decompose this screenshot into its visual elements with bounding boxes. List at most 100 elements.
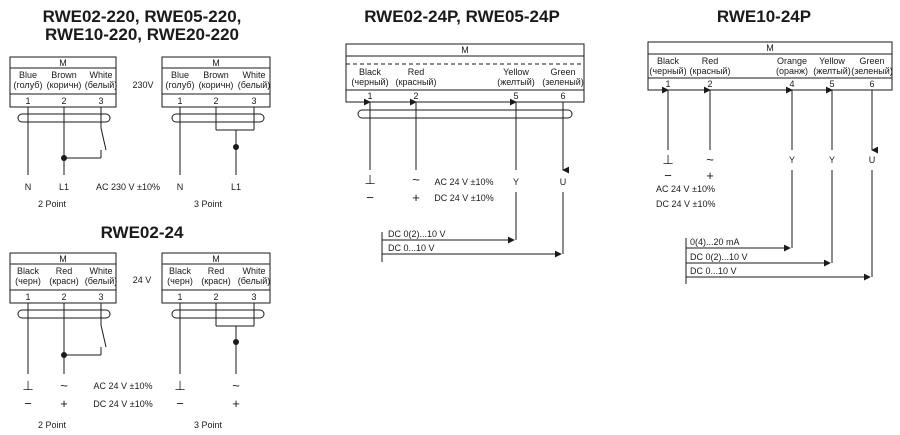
- terminal-number: 3: [251, 292, 256, 302]
- wire-color-ru: (черный): [351, 77, 388, 87]
- wire-color-ru: (голуб): [14, 80, 43, 90]
- wire-color-ru: (черн): [167, 276, 193, 286]
- caption-3-point: 3 Point: [194, 420, 223, 430]
- terminal-number: 2: [61, 96, 66, 106]
- terminal-y: Y: [513, 177, 519, 187]
- dc-24-label: DC 24 V ±10%: [656, 199, 715, 209]
- block-24-3point: M Black (черн) Red (красн) White (белый)…: [161, 252, 271, 430]
- signal-dc-0-2-10: DC 0(2)...10 V: [388, 229, 446, 239]
- signal-dc-0-10: DC 0...10 V: [690, 266, 737, 276]
- title-rwe220-line2: RWE10-220, RWE20-220: [45, 25, 239, 44]
- terminal-number: 5: [829, 79, 834, 89]
- motor-label: M: [461, 45, 469, 55]
- signal-dc-0-2-10: DC 0(2)...10 V: [690, 252, 748, 262]
- wire-color: Red: [208, 266, 225, 276]
- wire-color: Blue: [19, 70, 37, 80]
- signal-dc-0-10: DC 0...10 V: [388, 243, 435, 253]
- voltage-24: 24 V: [133, 275, 152, 285]
- wire-color: Brown: [203, 70, 229, 80]
- dc-24-label: DC 24 V ±10%: [434, 193, 493, 203]
- plus-symbol: +: [412, 190, 420, 205]
- wire-color: Green: [550, 67, 575, 77]
- block-24-2point: M Black (черн) Red (красн) White (белый)…: [9, 252, 118, 430]
- terminal-number: 3: [98, 292, 103, 302]
- wire-color-ru: (черный): [649, 66, 686, 76]
- terminal-number: 1: [25, 292, 30, 302]
- terminal-number: 2: [707, 79, 712, 89]
- wire-color-ru: (зеленый): [542, 77, 583, 87]
- wire-color: Red: [408, 67, 425, 77]
- wire-color: White: [242, 70, 265, 80]
- motor-label: M: [766, 43, 774, 53]
- terminal-n: N: [177, 182, 184, 192]
- terminal-number: 2: [61, 292, 66, 302]
- terminal-y: Y: [829, 155, 835, 165]
- wire-color-ru: (желтый): [497, 77, 535, 87]
- wire-color-ru: (белый): [85, 276, 118, 286]
- ground-symbol: ⊥: [364, 172, 375, 187]
- wire-color: Black: [169, 266, 192, 276]
- wire-color: Black: [17, 266, 40, 276]
- terminal-u: U: [869, 155, 876, 165]
- ac-24-label: AC 24 V ±10%: [435, 177, 494, 187]
- terminal-l1: L1: [59, 182, 69, 192]
- wire-color: Yellow: [819, 56, 845, 66]
- ac-24-label: AC 24 V ±10%: [94, 381, 153, 391]
- wire-color-ru: (белый): [238, 276, 271, 286]
- minus-symbol: −: [176, 396, 184, 411]
- title-rwe24: RWE02-24: [101, 223, 184, 242]
- caption-2-point: 2 Point: [38, 199, 67, 209]
- wire-color: Green: [859, 56, 884, 66]
- terminal-number: 2: [213, 292, 218, 302]
- terminal-n: N: [25, 182, 32, 192]
- wire-color-ru: (белый): [238, 80, 271, 90]
- wire-color: White: [89, 266, 112, 276]
- motor-label: M: [59, 58, 67, 68]
- wire-color: White: [89, 70, 112, 80]
- terminal-number: 1: [177, 96, 182, 106]
- terminal-y: Y: [789, 155, 795, 165]
- wire-color: Brown: [51, 70, 77, 80]
- title-rwe10-24p: RWE10-24P: [717, 7, 811, 26]
- voltage-230: 230V: [132, 80, 153, 90]
- wire-color-ru: (зеленый): [851, 66, 892, 76]
- wire-color-ru: (белый): [85, 80, 118, 90]
- caption-3-point: 3 Point: [194, 199, 223, 209]
- ac-230-label: AC 230 V ±10%: [96, 182, 160, 192]
- terminal-number: 4: [789, 79, 794, 89]
- wire-color: Yellow: [503, 67, 529, 77]
- ground-symbol: ⊥: [174, 378, 185, 393]
- motor-label: M: [212, 58, 220, 68]
- tilde-symbol: ~: [60, 378, 68, 393]
- terminal-number: 5: [513, 91, 518, 101]
- wire-color-ru: (оранж): [776, 66, 808, 76]
- terminal-number: 3: [251, 96, 256, 106]
- terminal-number: 1: [25, 96, 30, 106]
- wire-color-ru: (голуб): [166, 80, 195, 90]
- terminal-number: 1: [665, 79, 670, 89]
- block-220-3point: M Blue (голуб) Brown (коричн) White (бел…: [161, 56, 271, 209]
- block-24p: M Black (черный) Red (красный) Yellow (ж…: [345, 43, 585, 262]
- ground-symbol: ⊥: [662, 152, 673, 167]
- plus-symbol: +: [706, 168, 714, 183]
- caption-2-point: 2 Point: [38, 420, 67, 430]
- title-rwe24p: RWE02-24P, RWE05-24P: [364, 7, 560, 26]
- wire-color: Red: [56, 266, 73, 276]
- minus-symbol: −: [366, 190, 374, 205]
- terminal-number: 1: [177, 292, 182, 302]
- terminal-number: 2: [413, 91, 418, 101]
- wire-color: White: [242, 266, 265, 276]
- wire-color: Red: [702, 56, 719, 66]
- wire-color-ru: (красный): [396, 77, 437, 87]
- signal-ma-0-4-20: 0(4)...20 mA: [690, 237, 740, 247]
- minus-symbol: −: [24, 396, 32, 411]
- motor-label: M: [59, 254, 67, 264]
- wire-color-ru: (желтый): [813, 66, 851, 76]
- wire-color-ru: (коричн): [199, 80, 234, 90]
- block-220-2point: M Blue (голуб) Brown (коричн) White (бел…: [9, 56, 118, 209]
- wire-color-ru: (черн): [15, 276, 41, 286]
- terminal-number: 3: [98, 96, 103, 106]
- tilde-symbol: ~: [232, 378, 240, 393]
- tilde-symbol: ~: [706, 152, 714, 167]
